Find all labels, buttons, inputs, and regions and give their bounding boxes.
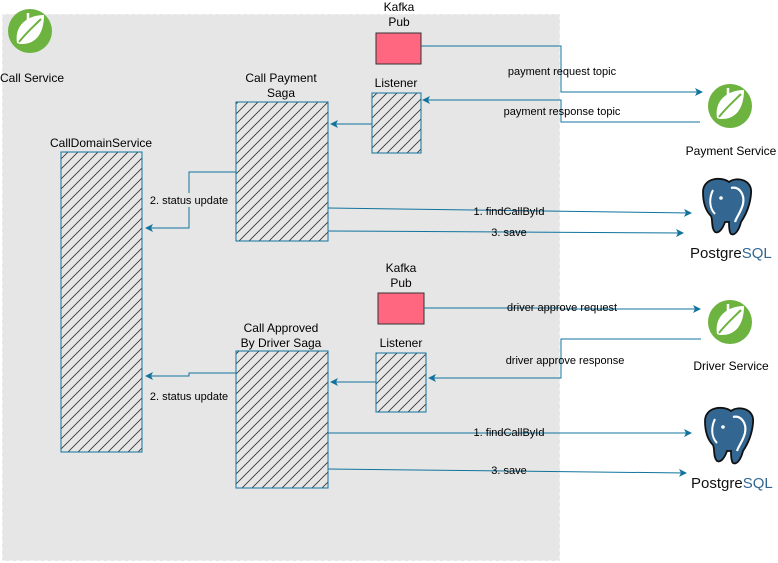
listener-bottom-box[interactable]: [375, 352, 427, 413]
kafka-pub-top-box[interactable]: [375, 32, 422, 65]
kafka-pub-bottom-label-1: Kafka: [386, 261, 417, 275]
edge-save-bottom: [327, 468, 687, 477]
call-service-label: Call Service: [0, 71, 64, 85]
edge-label-bg: [146, 193, 232, 207]
kafka-pub-top-label-1: Kafka: [384, 0, 415, 14]
postgresql-elephant-icon: [701, 177, 753, 236]
edge-label-save-top: 3. save: [491, 227, 526, 239]
spring-icon: [706, 82, 754, 130]
payment-service-label: Payment Service: [686, 144, 777, 158]
kafka-pub-bottom-box[interactable]: [377, 292, 425, 325]
edge-status-update-bottom: [145, 372, 236, 380]
edge-label-save-bottom: 3. save: [491, 465, 526, 477]
edge-label-status-update-top: 2. status update: [150, 195, 228, 207]
edge-label-find-call-top: 1. findCallById: [474, 206, 545, 218]
spring-icon: [6, 7, 54, 55]
call-approved-saga-label-2: By Driver Saga: [241, 336, 322, 350]
call-payment-saga-label-2: Saga: [267, 86, 295, 100]
driver-service-label: Driver Service: [693, 359, 769, 373]
spring-icon: [706, 298, 754, 346]
edge-payment-response: [422, 96, 700, 123]
call-domain-service-box[interactable]: [60, 151, 143, 453]
call-approved-saga-box[interactable]: [235, 350, 329, 489]
edge-payment-request: [421, 45, 703, 96]
postgres-top-label: PostgreSQL: [690, 245, 772, 262]
edge-find-call-top: [327, 207, 692, 217]
edge-driver-approve-response: [428, 338, 701, 382]
kafka-pub-bottom-label-2: Pub: [390, 276, 412, 290]
listener-bottom-label: Listener: [380, 336, 423, 350]
edge-label-payment-request: payment request topic: [508, 66, 617, 78]
postgresql-elephant-icon: [703, 406, 755, 465]
edge-label-status-update-bottom: 2. status update: [150, 391, 228, 403]
edge-driver-approve-request: [424, 305, 701, 313]
edge-label-driver-approve-response: driver approve response: [506, 355, 625, 367]
call-domain-service-label: CallDomainService: [50, 136, 152, 150]
edge-label-find-call-bottom: 1. findCallById: [474, 427, 545, 439]
listener-top-label: Listener: [375, 76, 418, 90]
call-payment-saga-box[interactable]: [235, 101, 329, 242]
edge-save-top: [327, 228, 684, 237]
call-payment-saga-label-1: Call Payment: [245, 71, 317, 85]
call-approved-saga-label-1: Call Approved: [244, 321, 319, 335]
edge-label-driver-approve-request: driver approve request: [507, 302, 617, 314]
edge-label-payment-response: payment response topic: [504, 106, 621, 118]
edge-label-bg: [146, 389, 232, 403]
kafka-pub-top-label-2: Pub: [388, 15, 410, 29]
postgres-bottom-label: PostgreSQL: [691, 475, 773, 492]
listener-top-box[interactable]: [371, 92, 422, 154]
